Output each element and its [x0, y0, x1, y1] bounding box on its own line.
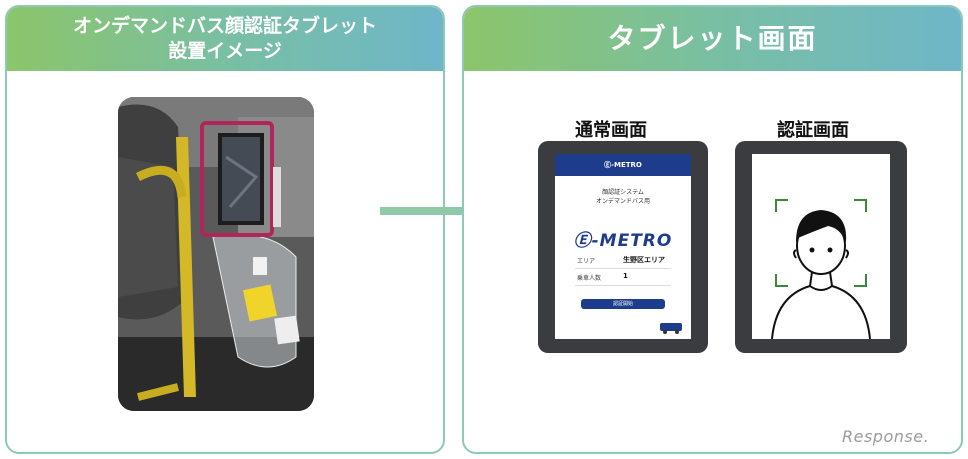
auth-screen-display: [752, 154, 890, 339]
app-header: Ⓔ-METRO: [555, 154, 691, 176]
emetro-logo: Ⓔ-METRO: [573, 231, 673, 251]
auth-screen-label: 認証画面: [777, 120, 849, 141]
installation-panel-header: オンデマンドバス顔認証タブレット 設置イメージ: [7, 7, 443, 71]
installation-title-line2: 設置イメージ: [168, 40, 282, 62]
start-auth-button[interactable]: 認証開始: [581, 299, 665, 309]
passenger-key: 乗車人数: [577, 275, 602, 282]
app-header-title: Ⓔ-METRO: [604, 161, 642, 169]
area-key: エリア: [577, 258, 596, 265]
bus-icon: [660, 323, 682, 334]
passenger-value: 1: [623, 272, 628, 280]
app-subtitle-line1: 顔認証システム: [602, 189, 644, 196]
passenger-row: 乗車人数 1: [575, 269, 671, 286]
installation-title-line1: オンデマンドバス顔認証タブレット: [72, 15, 377, 37]
tablet-screens-title: タブレット画面: [464, 7, 961, 71]
response-watermark: Response.: [842, 427, 930, 446]
auth-screen-tablet: [735, 141, 907, 353]
face-frame-icon: [771, 199, 871, 339]
app-subtitle-line2: オンデマンドバス用: [595, 198, 650, 205]
bus-installation-photo: [118, 97, 314, 411]
normal-screen-display: Ⓔ-METRO 顔認証システム オンデマンドバス用 Ⓔ-METRO エリア 生野…: [555, 154, 691, 339]
area-row: エリア 生野区エリア: [575, 252, 671, 269]
normal-screen-tablet: Ⓔ-METRO 顔認証システム オンデマンドバス用 Ⓔ-METRO エリア 生野…: [538, 141, 708, 353]
area-value: 生野区エリア: [623, 256, 665, 264]
normal-screen-label: 通常画面: [575, 120, 647, 141]
